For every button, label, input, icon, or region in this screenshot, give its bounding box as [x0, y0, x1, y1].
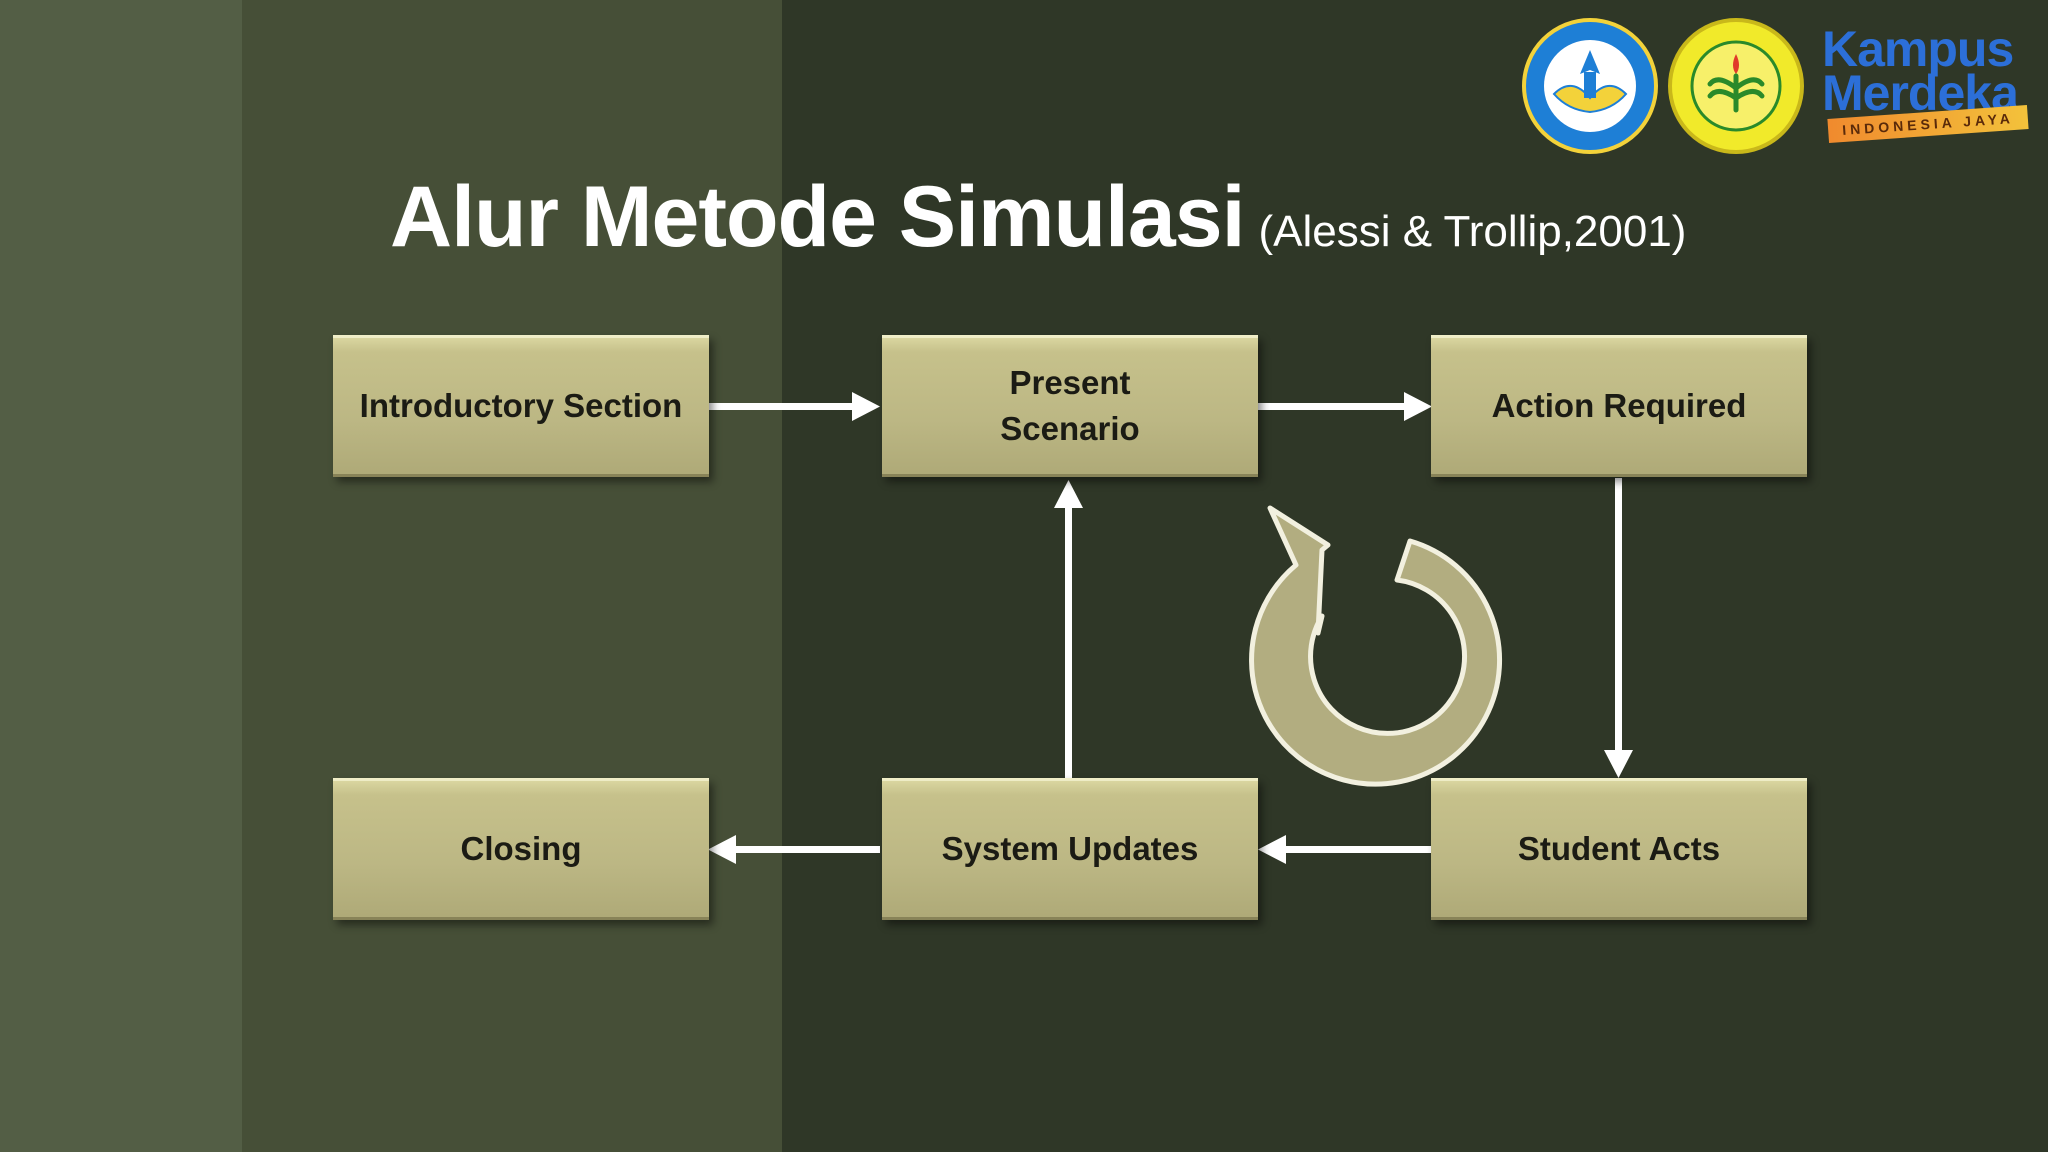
node-system-updates: System Updates — [882, 778, 1258, 920]
title-reference: (Alessi & Trollip,2001) — [1258, 207, 1687, 256]
logo-group: Kampus Merdeka INDONESIA JAYA — [1520, 14, 2030, 154]
arrow-action-to-student — [1604, 478, 1633, 778]
node-label: System Updates — [941, 830, 1199, 867]
circular-refresh-arrow-icon — [1249, 505, 1503, 787]
node-student-acts: Student Acts — [1431, 778, 1807, 920]
node-present-scenario: Present Scenario — [882, 335, 1258, 477]
node-label: Student Acts — [1517, 830, 1721, 867]
tut-wuri-handayani-emblem-icon — [1522, 18, 1658, 154]
node-action-required: Action Required — [1431, 335, 1807, 477]
universitas-negeri-jakarta-emblem-icon — [1668, 18, 1804, 154]
background-band-middle — [242, 0, 782, 1152]
arrow-intro-to-present — [708, 392, 880, 421]
node-label: Action Required — [1491, 387, 1747, 424]
title-main: Alur Metode Simulasi — [390, 169, 1245, 265]
arrow-student-to-system — [1258, 835, 1432, 864]
background-band-left — [0, 0, 242, 1152]
arrow-system-to-present — [1054, 480, 1083, 778]
node-label: Introductory Section — [359, 387, 683, 424]
node-label-line1: Present — [1009, 364, 1131, 401]
brand-line1: Kampus — [1822, 21, 2014, 77]
slide-title: Alur Metode Simulasi (Alessi & Trollip,20… — [390, 168, 1686, 267]
node-label-line2: Scenario — [1000, 410, 1140, 447]
node-closing: Closing — [333, 778, 709, 920]
arrow-system-to-closing — [708, 835, 880, 864]
arrow-present-to-action — [1257, 392, 1432, 421]
node-label: Closing — [460, 830, 582, 867]
node-introductory-section: Introductory Section — [333, 335, 709, 477]
